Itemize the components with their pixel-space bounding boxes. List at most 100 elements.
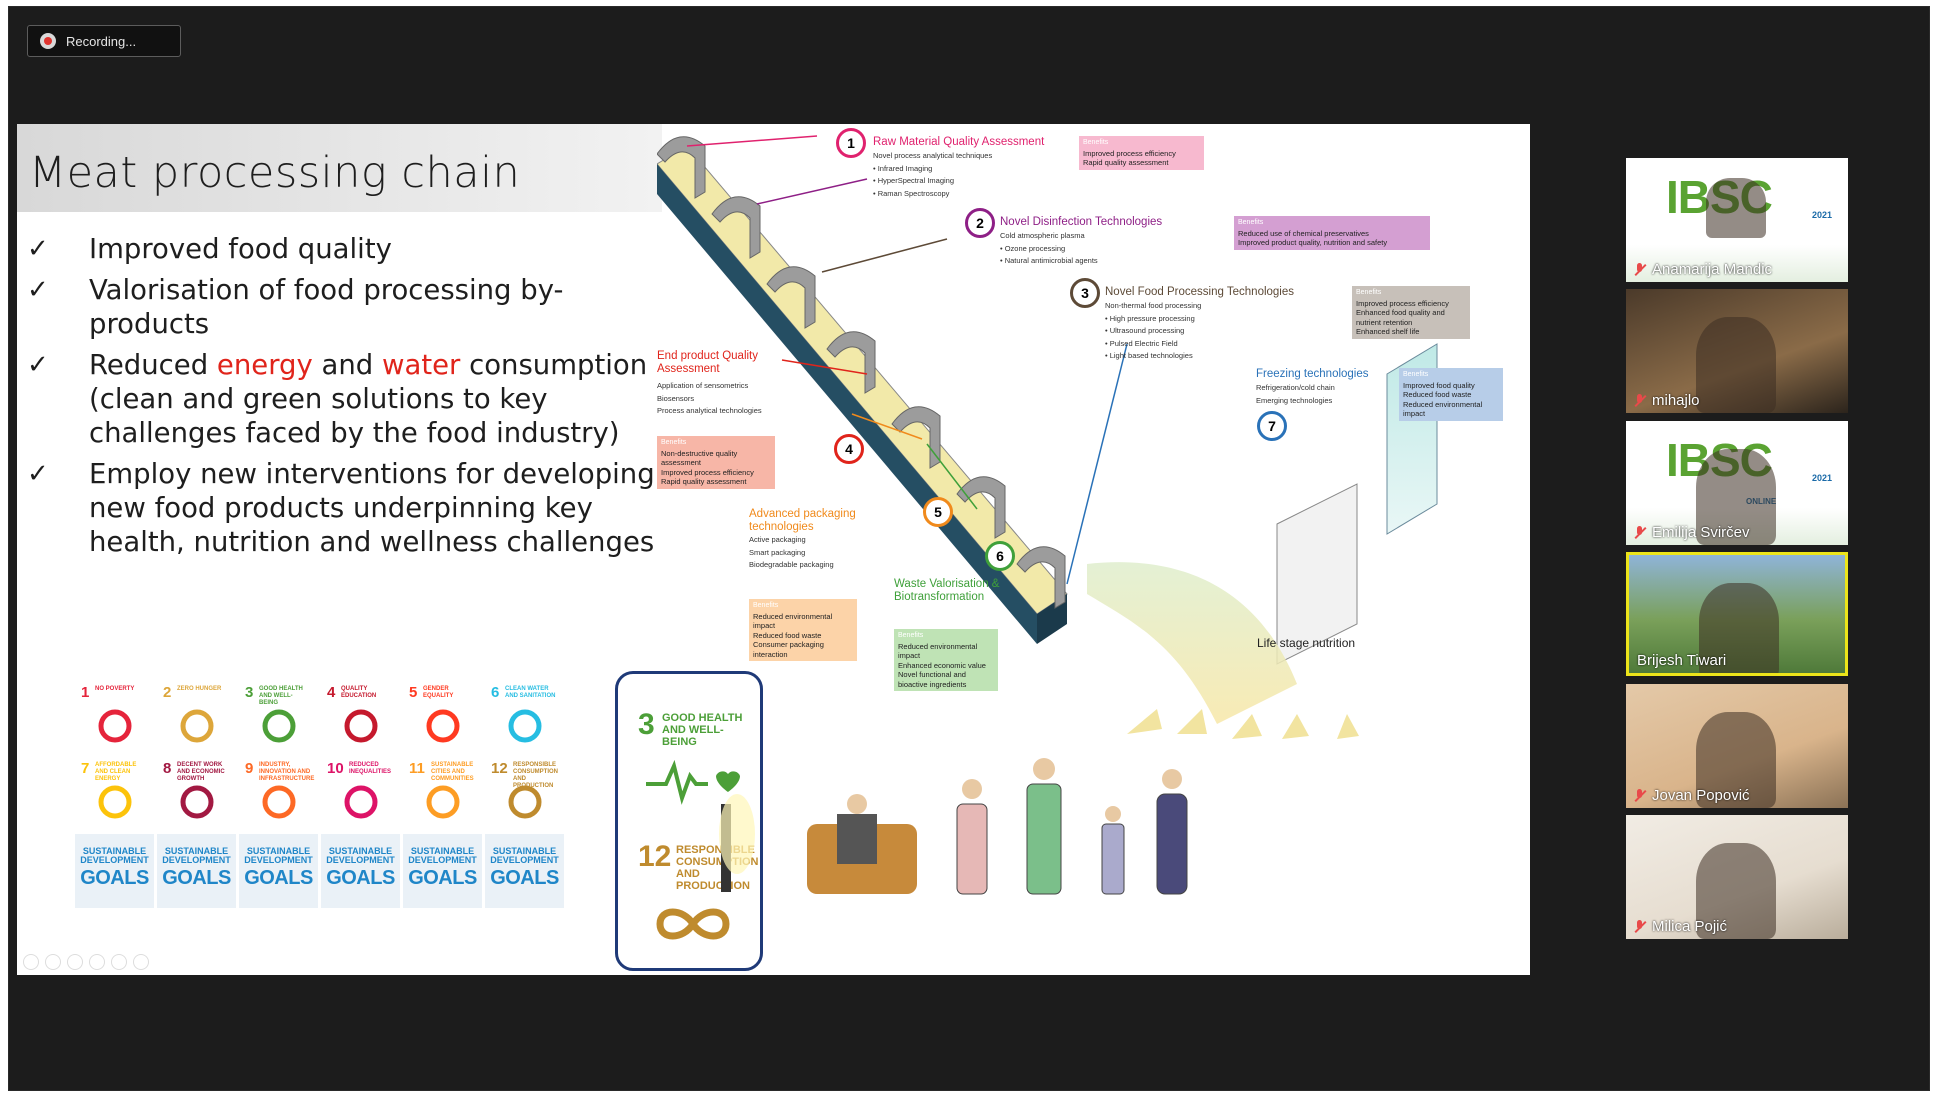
participant-tile[interactable]: Milica Pojić [1626,815,1848,939]
benefits-heading: Benefits [1238,219,1264,226]
benefits-heading: Benefits [1083,139,1109,146]
benefit-item: Reduced food waste [1403,390,1472,399]
stage-1-benefits: Benefits Improved process efficiency Rap… [1079,136,1204,170]
stage-2-item: • Ozone processing [1000,243,1066,253]
sdg-label: Zero hunger [177,686,222,692]
benefit-item: Novel functional and bioactive ingredien… [898,670,967,689]
stage-1-item: Novel process analytical techniques [873,151,993,160]
benefits-heading: Benefits [661,439,687,446]
sdg-goals-line2: GOALS [408,867,477,889]
sdg-goal-6-icon [508,709,542,743]
stage-4-benefits: Benefits Non-destructive quality assessm… [657,436,775,489]
bullet-item: ✓Improved food quality [27,232,667,266]
sdg-number: 5 [409,684,418,701]
sdg-tile-6: 6Clean water and sanitation [485,682,564,756]
stage-4-item: Application of sensometrics [657,381,749,390]
slide-nav-controls[interactable] [23,954,149,970]
recording-indicator[interactable]: Recording... [27,25,181,57]
sdg-number: 12 [491,760,508,777]
mic-muted-icon [1634,789,1646,802]
life-stage-label: Life stage nutrition [1257,636,1356,650]
benefit-item: Enhanced food quality and nutrient reten… [1356,308,1445,327]
stage-2-title: Novel Disinfection Technologies [1000,216,1163,228]
sdg-goals-line1: SUSTAINABLE DEVELOPMENT [490,846,559,865]
sdg-tile-11: 11 Sustainable cities and communities [403,758,482,832]
benefit-item: Reduced food waste [753,630,822,640]
stage-4-title: End product Quality Assessment [657,350,759,375]
sdg-number: 2 [163,684,172,701]
sdg-goal-4-icon [344,709,378,743]
sdg-goals-line2: GOALS [326,867,395,889]
sdg-goals-line1: SUSTAINABLE DEVELOPMENT [244,846,313,865]
checkmark-icon: ✓ [27,234,49,264]
sdg-number: 3 [245,684,254,701]
sdg-label: Industry, innovation and infrastructure [259,762,315,782]
benefits-heading: Benefits [1403,371,1429,378]
participant-tile[interactable]: mihajlo [1626,289,1848,413]
sdg-goal-8-icon [180,785,214,819]
prev-slide-icon[interactable] [23,954,39,970]
benefit-item: Improved process efficiency [661,467,754,477]
pen-icon[interactable] [67,954,83,970]
participant-tile[interactable]: IBSC2021Anamarija Mandic [1626,158,1848,282]
sdg-icon-grid: 1No poverty2Zero hunger3Good health and … [75,682,565,908]
stage-4-item: Process analytical technologies [657,406,762,415]
participant-name-row: Anamarija Mandic [1634,261,1772,278]
sdg-number: 11 [409,760,425,777]
sdg-tile-12: 12 Responsible consumption and production [485,758,564,832]
bullet-text: energy [216,349,313,381]
benefit-item: Rapid quality assessment [1083,158,1169,167]
sdg-goal-11-icon [426,785,460,819]
stage-6-badge: 6 [985,541,1015,571]
more-icon[interactable] [133,954,149,970]
stage-7-items: Refrigeration/cold chain Emerging techno… [1256,382,1335,407]
stage-1-title: Raw Material Quality Assessment [873,136,1045,148]
sdg-label: Sustainable cities and communities [431,762,474,782]
benefit-item: Enhanced shelf life [1356,327,1420,336]
sdg-goal-2-icon [180,709,214,743]
sdg-goals-line2: GOALS [490,867,559,889]
stage-1-badge: 1 [836,128,866,158]
stage-2-benefits: Benefits Reduced use of chemical preserv… [1234,216,1430,250]
sdg-label: Decent work and economic growth [177,762,225,782]
sdg-label: Affordable and clean energy [95,762,137,782]
sdg-goals-line2: GOALS [162,867,231,889]
participant-name-row: Emilija Svirčev [1634,524,1750,541]
benefit-item: Reduced environmental impact [1403,399,1483,419]
zoom-icon[interactable] [111,954,127,970]
sdg-goal-10-icon [344,785,378,819]
shared-slide: Meat processing chain ✓Improved food qua… [17,124,1530,975]
stage-7-title: Freezing technologies [1256,368,1369,380]
slides-icon[interactable] [89,954,105,970]
stage-5-item: Biodegradable packaging [749,560,834,569]
participant-name-row: Jovan Popović [1634,787,1750,804]
infinity-icon [656,908,730,940]
next-slide-icon[interactable] [45,954,61,970]
slide-title: Meat processing chain [29,148,521,198]
participant-name: Emilija Svirčev [1652,524,1750,541]
participant-name: Brijesh Tiwari [1637,652,1727,669]
sdg-number: 6 [491,684,500,701]
participant-name-row: Brijesh Tiwari [1637,652,1726,669]
benefit-item: Improved process efficiency [1356,298,1449,308]
record-icon [40,33,56,49]
sdg-number: 4 [327,684,336,701]
stage-6-title: Waste Valorisation & Biotransformation [894,578,1000,603]
benefit-item: Reduced environmental impact [753,611,833,631]
benefit-item: Enhanced economic value [898,660,986,670]
participant-tile[interactable]: Jovan Popović [1626,684,1848,808]
sdg-goals-line2: GOALS [244,867,313,889]
stage-1-items: Novel process analytical techniques • In… [873,150,992,200]
participant-name-row: Milica Pojić [1634,918,1727,935]
title-band [17,124,662,212]
sdg-label: Responsible consumption and production [513,762,558,789]
participant-tile[interactable]: IBSC2021ONLINEEmilija Svirčev [1626,421,1848,545]
stage-3-item: • Light based technologies [1105,351,1193,360]
sdg-tile-8: 8Decent work and economic growth [157,758,236,832]
participant-tile[interactable]: Brijesh Tiwari [1626,552,1848,676]
sdg-goal-7-icon [98,785,132,819]
stage-2-item: Cold atmospheric plasma [1000,231,1085,240]
sdg-number: 9 [245,760,254,777]
